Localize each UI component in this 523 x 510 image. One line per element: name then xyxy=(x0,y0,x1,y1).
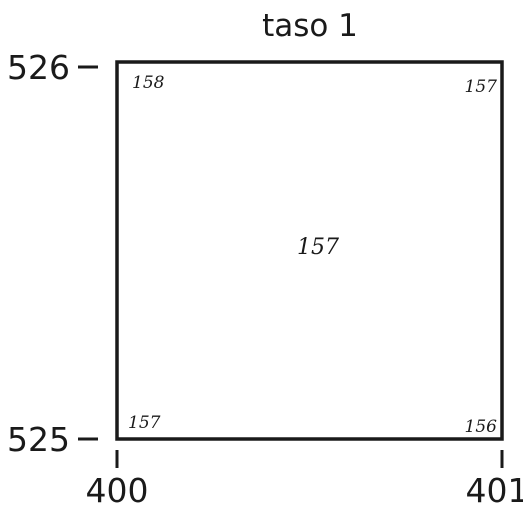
x-label-left: 400 xyxy=(86,471,149,510)
value-bottom-right: 156 xyxy=(465,417,498,437)
value-bottom-left: 157 xyxy=(128,413,161,433)
value-top-left: 158 xyxy=(132,73,165,93)
x-label-right: 401 xyxy=(466,471,523,510)
y-label-bottom: 525 xyxy=(7,420,70,459)
value-top-right: 157 xyxy=(465,77,498,97)
square-frame xyxy=(115,60,504,441)
diagram-title: taso 1 xyxy=(262,8,358,44)
value-center: 157 xyxy=(297,235,339,260)
y-label-top: 526 xyxy=(7,48,70,87)
